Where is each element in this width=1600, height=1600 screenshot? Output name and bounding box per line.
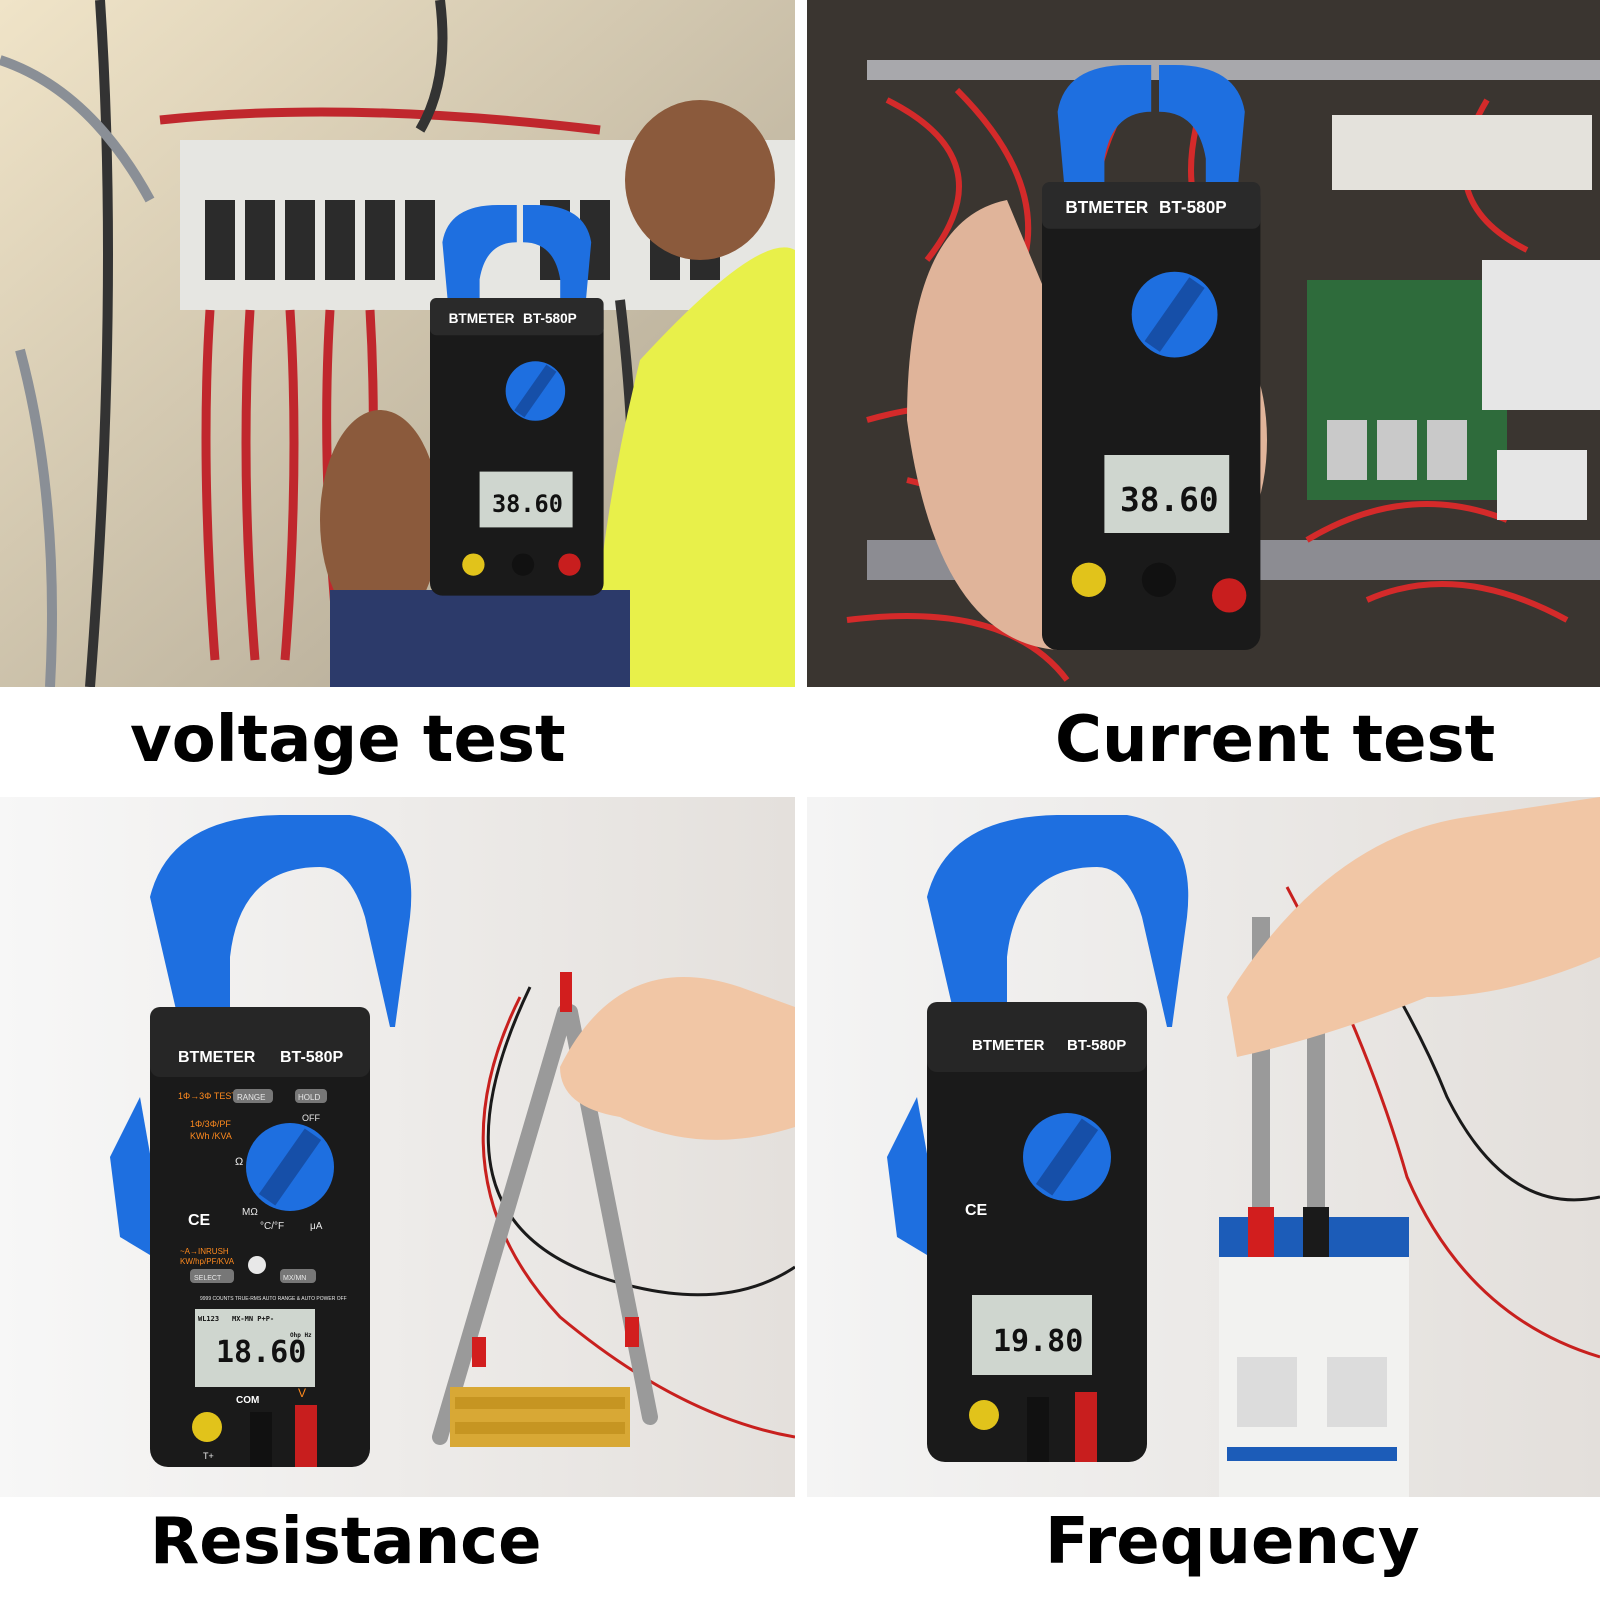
model-label: BT-580P [1067, 1037, 1126, 1054]
megohm-label: MΩ [242, 1207, 258, 1218]
lcd-screen [195, 1309, 315, 1387]
clamp-meter: BTMETER BT-580P 38.60 [1042, 65, 1261, 650]
ohm-label: Ω [235, 1156, 243, 1168]
hi-vis-sleeve [590, 247, 795, 687]
v-label: V [298, 1386, 306, 1400]
panel-voltage-test: BTMETER BT-580P 38.60 [0, 0, 795, 687]
voltage-test-photo: BTMETER BT-580P 38.60 [0, 0, 795, 687]
caption-voltage-test: voltage test [130, 703, 566, 777]
caption-frequency: Frequency [1045, 1505, 1420, 1579]
kwh-label: KWh /KVA [190, 1131, 232, 1141]
micro-label: μA [310, 1221, 323, 1232]
hold-button: HOLD [298, 1093, 320, 1102]
t-plus-jack [192, 1412, 222, 1442]
clamp-meter: BTMETER BT-580P 1Φ→3Φ TEST RANGE HOLD OF… [110, 815, 412, 1467]
lcd-unit: Ohp Hz [290, 1332, 312, 1339]
brand-label: BTMETER [972, 1037, 1045, 1054]
black-probe-plug [1027, 1397, 1049, 1462]
t-plus-jack [969, 1400, 999, 1430]
lcd-screen [972, 1295, 1092, 1375]
junction-box [1482, 260, 1600, 410]
com-label: COM [236, 1395, 259, 1406]
clamp-meter: BTMETER BT-580P 38.60 [430, 205, 604, 596]
select-button: SELECT [194, 1275, 222, 1282]
hand [560, 977, 795, 1140]
range-button: RANGE [237, 1093, 265, 1102]
ce-mark: CE [188, 1212, 211, 1229]
terminal-block [1332, 115, 1592, 190]
temp-label: °C/°F [260, 1221, 284, 1232]
caption-current-test: Current test [1055, 703, 1496, 777]
lcd-screen [1104, 455, 1230, 533]
panel-current-test: BTMETER BT-580P 38.60 [807, 0, 1600, 687]
lcd-mx: MX-MN P+P- [232, 1315, 274, 1323]
t-plus-label: T+ [203, 1451, 214, 1461]
ce-mark: CE [965, 1202, 988, 1219]
modes-label: 1Φ/3Φ/PF [190, 1119, 231, 1129]
hand [320, 410, 440, 630]
backlight-icon [248, 1256, 266, 1274]
lcd-reading: 19.80 [993, 1324, 1083, 1359]
clamp-meter: BTMETER BT-580P CE 19.80 [887, 815, 1189, 1462]
brand-label: BTMETER [1065, 197, 1149, 217]
inrush-label: ~A→INRUSH [180, 1247, 229, 1256]
hand [625, 100, 775, 260]
resistance-test-photo: BTMETER BT-580P 1Φ→3Φ TEST RANGE HOLD OF… [0, 797, 795, 1497]
brand-label: BTMETER [178, 1049, 256, 1066]
kw-label: KW/hp/PF/KVA [180, 1257, 235, 1266]
resistor [450, 1387, 630, 1447]
lcd-screen [479, 471, 573, 528]
panel-frequency-test: BTMETER BT-580P CE 19.80 [807, 797, 1600, 1497]
lcd-mode: WL123 [198, 1315, 219, 1323]
test-label: 1Φ→3Φ TEST [178, 1091, 237, 1101]
frequency-test-photo: BTMETER BT-580P CE 19.80 [807, 797, 1600, 1497]
model-label: BT-580P [1159, 197, 1227, 217]
lcd-reading: 18.60 [216, 1335, 306, 1370]
caption-resistance: Resistance [150, 1505, 542, 1579]
brand-label: BTMETER [449, 311, 515, 326]
off-label: OFF [302, 1113, 320, 1123]
model-label: BT-580P [280, 1049, 343, 1066]
panel-resistance-test: BTMETER BT-580P 1Φ→3Φ TEST RANGE HOLD OF… [0, 797, 795, 1497]
red-probe-plug [1075, 1392, 1097, 1462]
lcd-reading: 38.60 [1120, 481, 1219, 519]
mxmn-button: MX/MN [283, 1275, 306, 1282]
hand [1227, 797, 1600, 1057]
lcd-reading: 38.60 [492, 490, 563, 518]
model-label: BT-580P [523, 311, 577, 326]
red-probe-plug [295, 1405, 317, 1467]
black-probe-plug [250, 1412, 272, 1467]
current-test-photo: BTMETER BT-580P 38.60 [807, 0, 1600, 687]
spec-label: 9999 COUNTS TRUE-RMS AUTO RANGE & AUTO P… [200, 1296, 347, 1302]
